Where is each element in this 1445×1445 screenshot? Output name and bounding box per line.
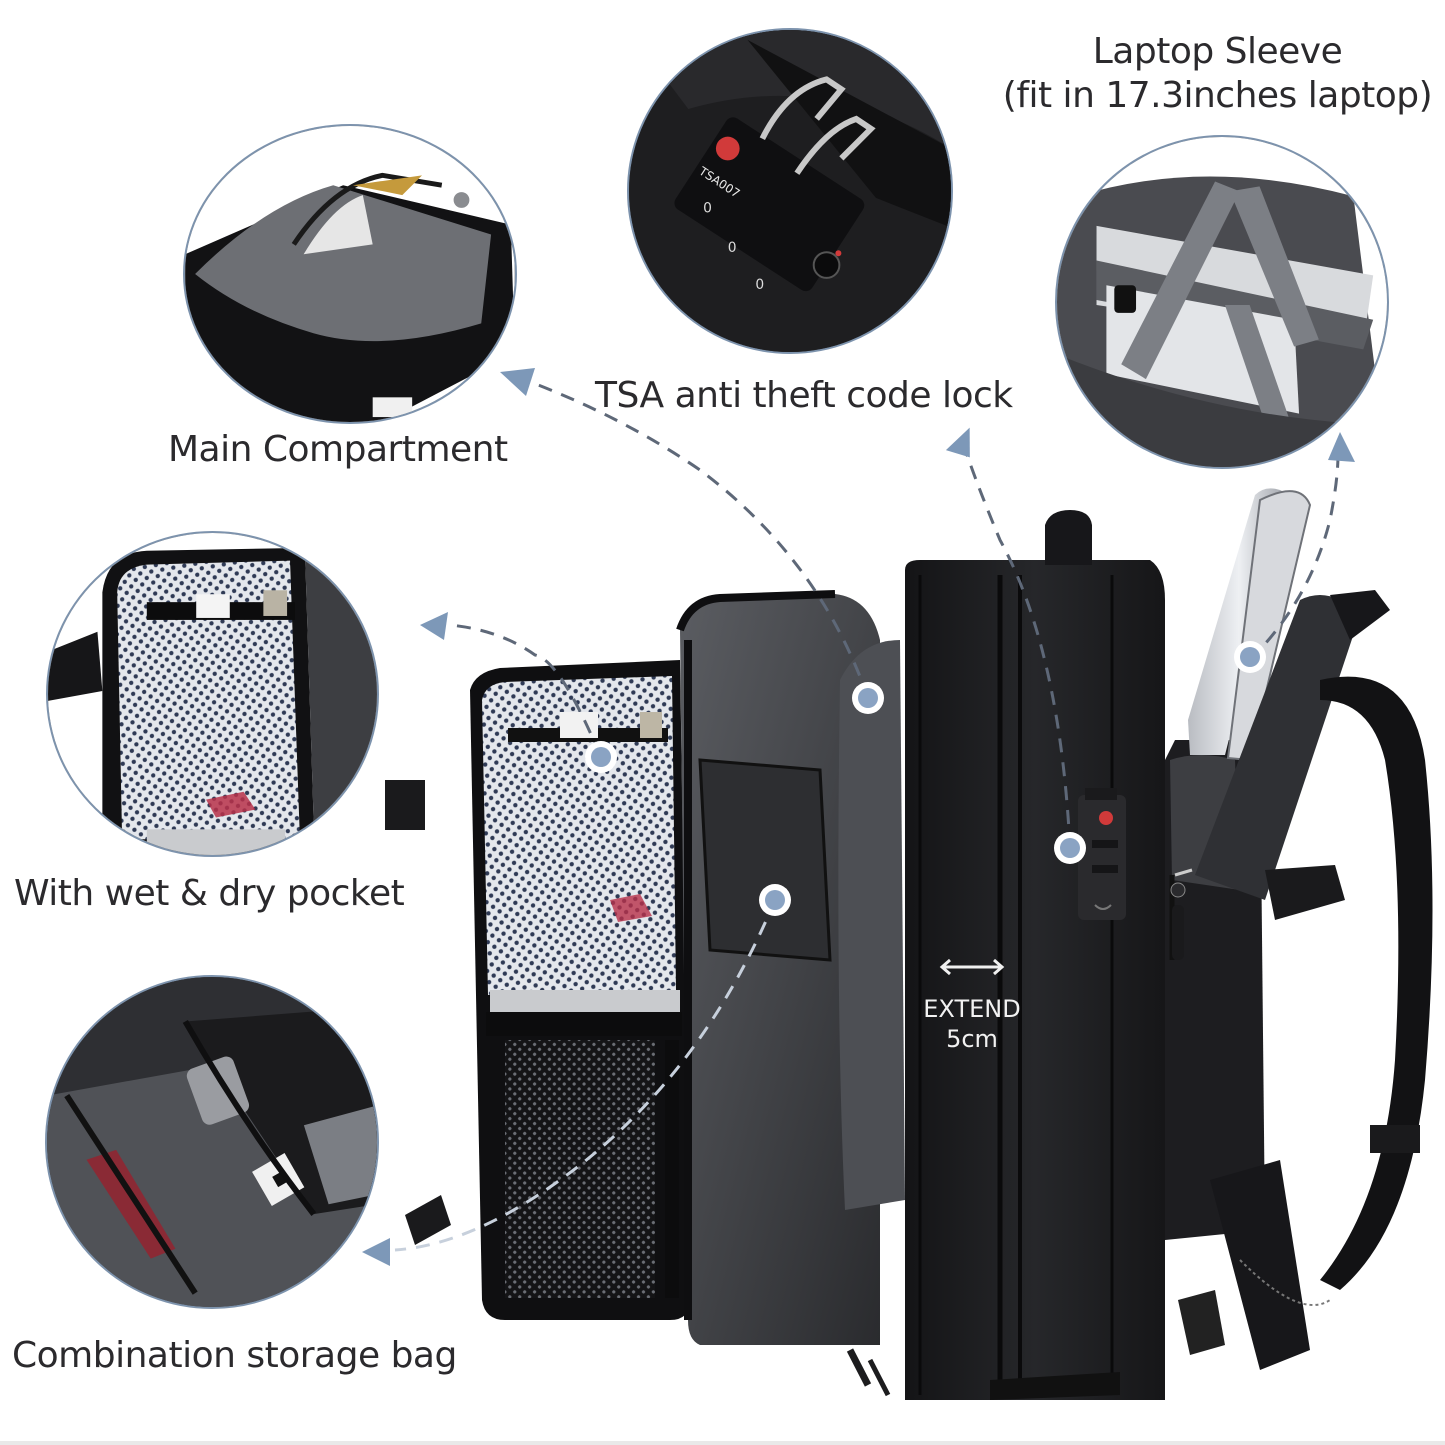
- svg-text:0: 0: [728, 240, 737, 256]
- label-combination-bag: Combination storage bag: [12, 1335, 457, 1376]
- bottom-divider: [0, 1441, 1445, 1445]
- label-laptop-sleeve: Laptop Sleeve (fit in 17.3inches laptop): [990, 30, 1445, 118]
- zoom-detail-laptop-sleeve: [1055, 135, 1389, 469]
- svg-text:0: 0: [755, 277, 764, 293]
- extend-value: 5cm: [946, 1025, 998, 1053]
- zoom-detail-main-compartment: [183, 124, 517, 424]
- zoom-detail-tsa-lock: TSA007 0 0 0: [627, 28, 953, 354]
- label-wet-dry-pocket: With wet & dry pocket: [14, 873, 405, 914]
- double-arrow-icon: [939, 958, 1005, 976]
- label-laptop-sleeve-title: Laptop Sleeve: [1092, 31, 1343, 72]
- svg-text:0: 0: [703, 201, 712, 217]
- zoom-detail-wet-dry-pocket: [46, 531, 379, 857]
- connector-main-compartment: [519, 376, 870, 699]
- extend-badge: EXTEND 5cm: [912, 994, 1032, 1054]
- marker-dots: [585, 641, 1266, 916]
- extend-label: EXTEND: [923, 995, 1021, 1023]
- label-main-compartment: Main Compartment: [168, 429, 508, 470]
- label-tsa-lock: TSA anti theft code lock: [595, 375, 1013, 416]
- label-laptop-sleeve-subtitle: (fit in 17.3inches laptop): [1002, 75, 1433, 116]
- zoom-detail-combination-bag: [45, 975, 379, 1309]
